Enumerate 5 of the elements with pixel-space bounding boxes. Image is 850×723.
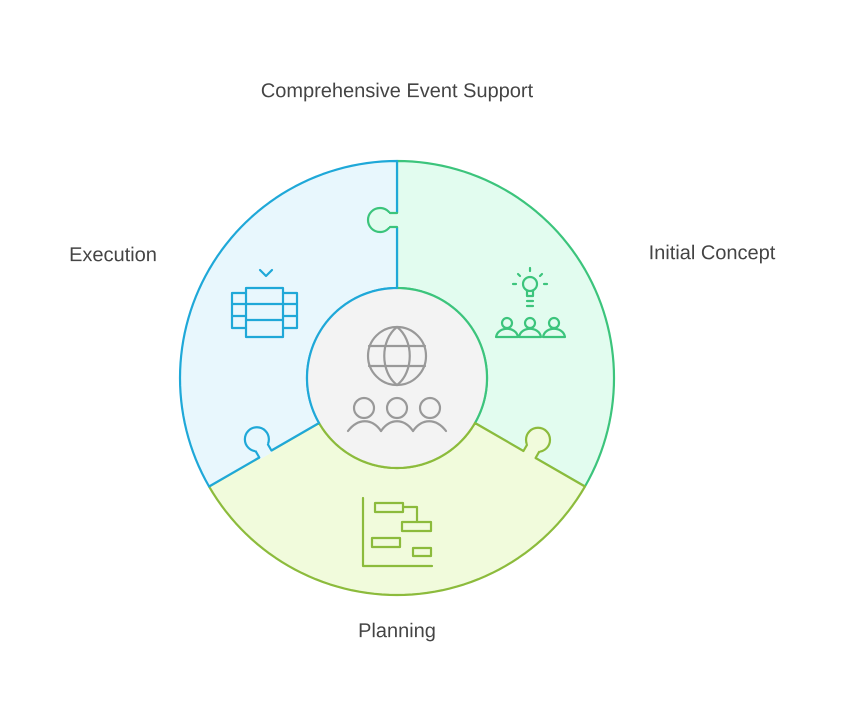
- node-label: Planning: [360, 622, 435, 642]
- title: Comprehensive Event Support: [262, 82, 533, 102]
- node-label: Execution: [70, 246, 156, 262]
- hub-circle: [306, 286, 488, 470]
- node-label: Initial Concept: [650, 244, 776, 264]
